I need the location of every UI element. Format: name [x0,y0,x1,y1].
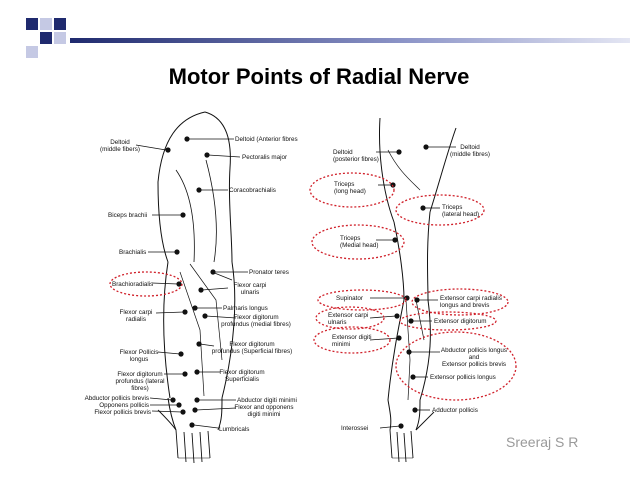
page-title: Motor Points of Radial Nerve [168,64,470,89]
label-deltoid-anterior: Deltoid (Anterior fibres [235,136,298,143]
label-deltoid-posterior: Deltoid(posterior fibres) [333,149,379,163]
anterior-arm-outline [157,111,236,464]
anterior-motor-points [165,136,216,428]
anterior-leader-lines [135,138,248,429]
radial-nerve-highlights [109,172,517,401]
label-flexor-pollicis-brevis: Flexor pollicis brevis [94,409,151,416]
label-extensor-pollicis-longus: Extensor pollicis longus [430,374,496,381]
posterior-motor-points [390,144,429,429]
label-supinator: Supinator [336,295,363,302]
posterior-arm-outline [379,117,457,463]
highlight-triceps-long [309,172,395,208]
deco-square-6 [26,46,38,58]
deco-square-1 [26,18,38,30]
label-coracobrachialis: Coracobrachialis [229,187,276,194]
highlight-ed [399,311,497,331]
highlight-ecu [315,306,385,330]
label-triceps-long: Triceps(long head) [334,181,366,195]
anterior-labels: Deltoid(middle fibers) Deltoid (Anterior… [85,136,298,433]
highlight-supinator [317,289,407,311]
highlight-brachioradialis [109,271,183,297]
label-extensor-digitorum: Extensor digitorum [434,318,487,325]
deco-square-4 [54,32,66,44]
highlight-apl-epl [395,331,517,401]
label-deltoid-middle-posterior: Deltoid(middle fibres) [450,144,490,158]
posterior-leader-lines [369,146,456,429]
deco-square-2 [40,18,52,30]
label-biceps-brachii: Biceps brachii [108,212,147,219]
label-opponens-pollicis: Opponens pollicis [99,402,149,409]
label-deltoid-middle: Deltoid(middle fibers) [100,139,140,153]
label-palmaris-longus: Palmaris longus [223,305,268,312]
highlight-ecrl [411,288,509,316]
label-pectoralis-major: Pectoralis major [242,154,287,161]
highlight-triceps-lateral [395,194,485,226]
label-pronator-teres: Pronator teres [249,269,289,276]
label-abductor-pollicis-brevis: Abductor pollicis brevis [85,395,149,402]
deco-square-3 [40,32,52,44]
label-triceps-lateral: Triceps(lateral head) [442,204,479,218]
label-adductor-pollicis: Adductor pollicis [432,407,478,414]
label-brachialis: Brachialis [119,249,146,256]
label-lumbricals: Lumbricals [219,426,249,433]
deco-square-5 [54,18,66,30]
deco-bar [70,38,630,43]
label-abductor-digiti-minimi: Abductor digiti minimi [237,397,297,404]
label-brachioradialis: Brachioradialis [112,281,153,288]
posterior-labels: Deltoid(posterior fibres) Deltoid(middle… [328,144,507,432]
highlight-triceps-medial [311,224,405,260]
label-interossei: Interossei [341,425,368,432]
highlight-edm [313,326,391,354]
label-triceps-medial: Triceps(Medial head) [340,235,379,249]
author-name: Sreeraj S R [506,434,579,450]
